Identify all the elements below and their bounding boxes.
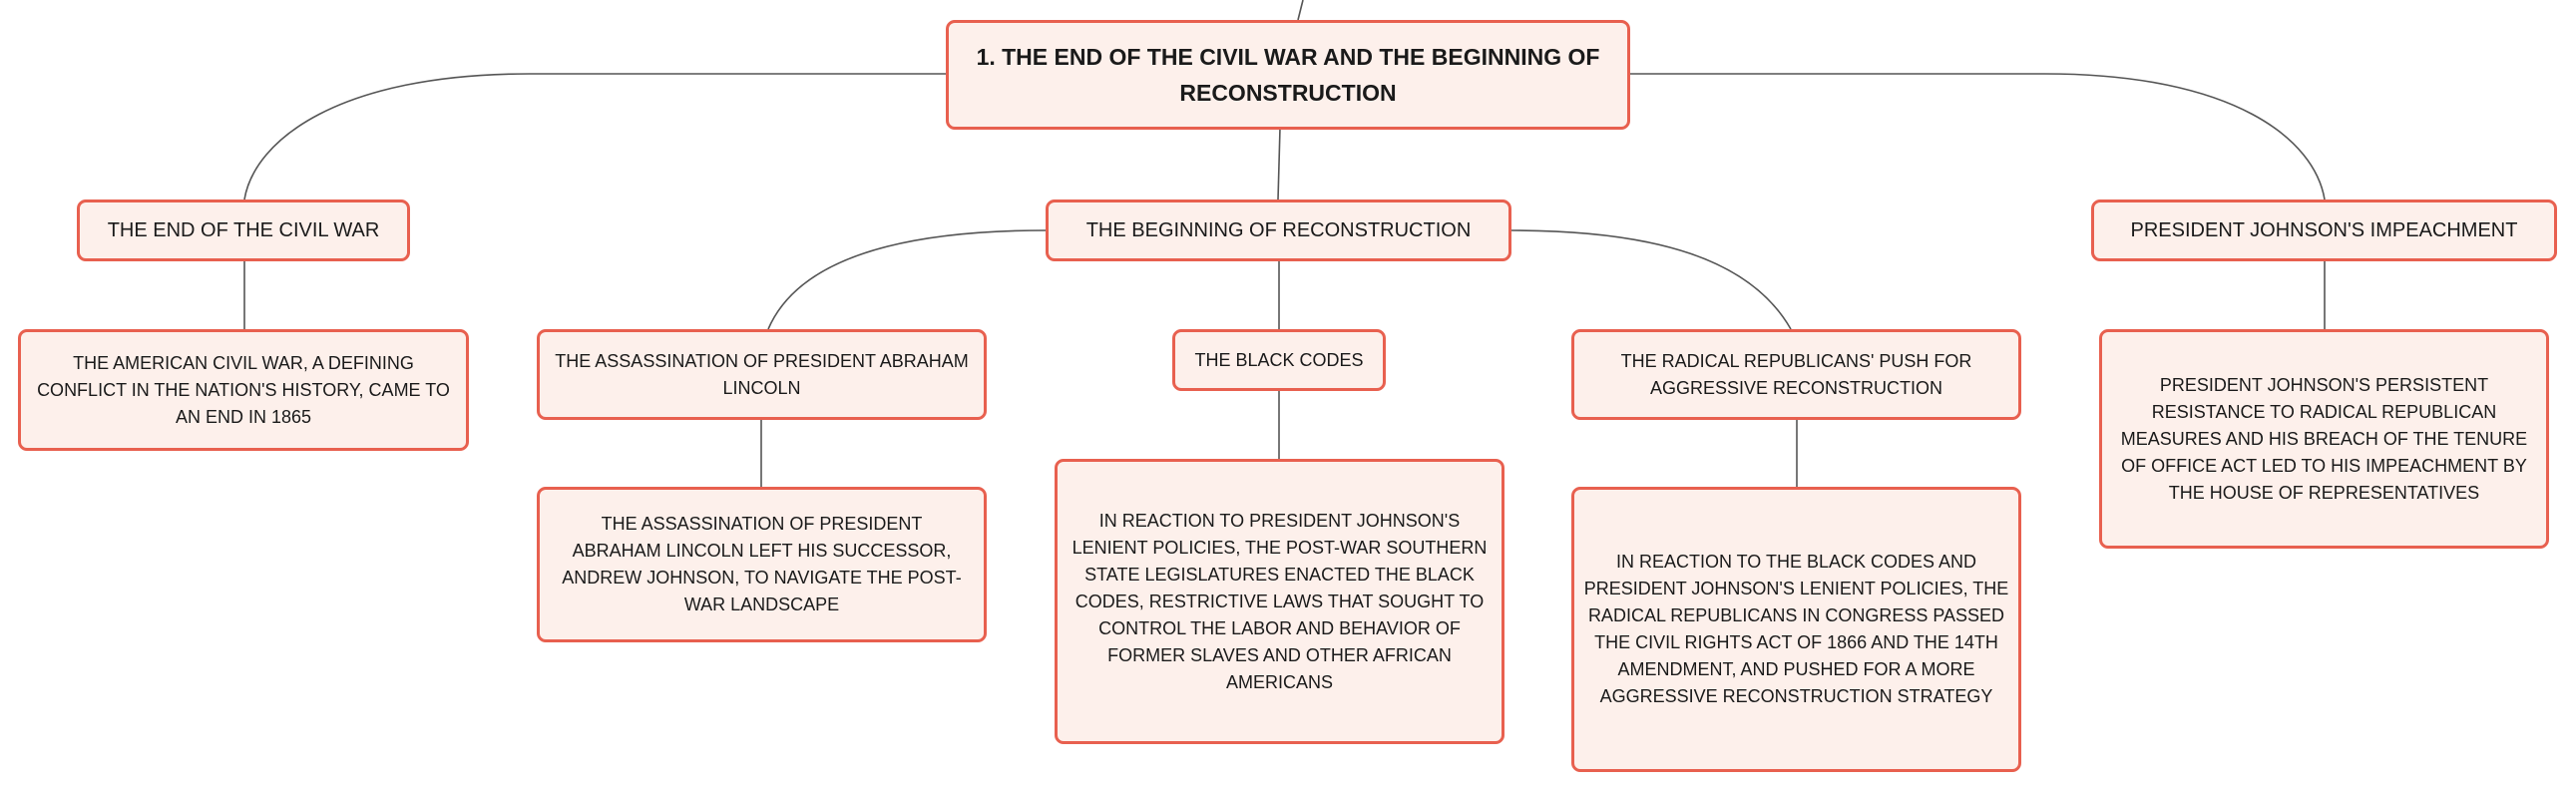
- connector-reconstruction-to-radical: [1510, 229, 1792, 330]
- connector-root-to-parent: [1297, 0, 1304, 21]
- topic-label: THE RADICAL REPUBLICANS' PUSH FOR AGGRES…: [1620, 350, 1972, 398]
- topic-label: THE BLACK CODES: [1194, 349, 1364, 370]
- detail-johnson-impeachment[interactable]: PRESIDENT JOHNSON'S PERSISTENT RESISTANC…: [2099, 329, 2549, 549]
- detail-text: IN REACTION TO THE BLACK CODES AND PRESI…: [1583, 552, 2009, 706]
- connector-root-to-reconstruction: [1277, 127, 1281, 200]
- topic-label: PRESIDENT JOHNSON'S IMPEACHMENT: [2130, 219, 2518, 241]
- detail-black-codes[interactable]: IN REACTION TO PRESIDENT JOHNSON'S LENIE…: [1055, 459, 1504, 744]
- connector-root-to-end-civil-war: [243, 73, 946, 200]
- topic-label: THE ASSASSINATION OF PRESIDENT ABRAHAM L…: [555, 350, 969, 398]
- root-topic-text: 1. THE END OF THE CIVIL WAR AND THE BEGI…: [976, 44, 1600, 106]
- topic-beginning-of-reconstruction[interactable]: THE BEGINNING OF RECONSTRUCTION: [1046, 199, 1511, 261]
- topic-lincoln-assassination[interactable]: THE ASSASSINATION OF PRESIDENT ABRAHAM L…: [537, 329, 987, 420]
- connector-root-to-impeachment: [1630, 73, 2326, 200]
- topic-label: THE END OF THE CIVIL WAR: [107, 219, 380, 241]
- topic-black-codes[interactable]: THE BLACK CODES: [1172, 329, 1386, 391]
- detail-radical-republicans[interactable]: IN REACTION TO THE BLACK CODES AND PRESI…: [1571, 487, 2021, 772]
- detail-end-of-civil-war[interactable]: THE AMERICAN CIVIL WAR, A DEFINING CONFL…: [18, 329, 469, 451]
- root-topic[interactable]: 1. THE END OF THE CIVIL WAR AND THE BEGI…: [946, 20, 1630, 130]
- detail-text: PRESIDENT JOHNSON'S PERSISTENT RESISTANC…: [2120, 374, 2528, 503]
- detail-lincoln-assassination[interactable]: THE ASSASSINATION OF PRESIDENT ABRAHAM L…: [537, 487, 987, 642]
- detail-text: IN REACTION TO PRESIDENT JOHNSON'S LENIE…: [1072, 510, 1488, 692]
- topic-radical-republicans[interactable]: THE RADICAL REPUBLICANS' PUSH FOR AGGRES…: [1571, 329, 2021, 420]
- topic-label: THE BEGINNING OF RECONSTRUCTION: [1085, 219, 1472, 241]
- detail-text: THE ASSASSINATION OF PRESIDENT ABRAHAM L…: [562, 514, 962, 614]
- detail-text: THE AMERICAN CIVIL WAR, A DEFINING CONFL…: [37, 352, 450, 427]
- topic-johnson-impeachment[interactable]: PRESIDENT JOHNSON'S IMPEACHMENT: [2091, 199, 2557, 261]
- connector-reconstruction-to-assassination: [767, 229, 1047, 330]
- topic-end-of-civil-war[interactable]: THE END OF THE CIVIL WAR: [77, 199, 410, 261]
